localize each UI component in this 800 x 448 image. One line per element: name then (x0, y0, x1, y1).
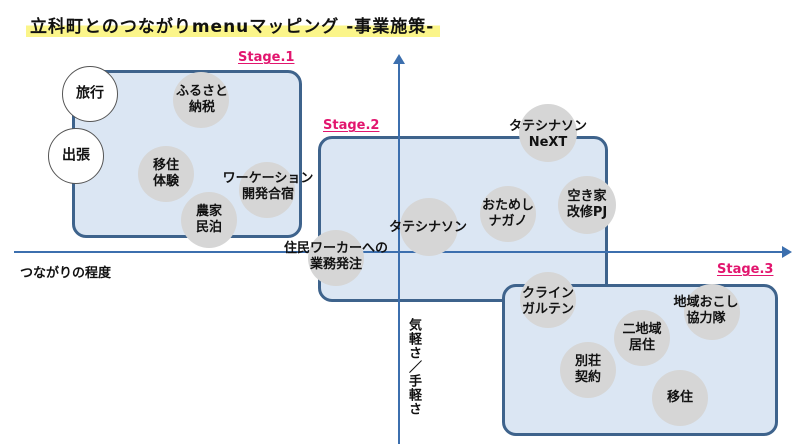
bubble-akiya-pj (558, 176, 616, 234)
stage-2-label: Stage.2 (323, 118, 380, 133)
bubble-migration-trial (138, 146, 194, 202)
y-axis-line (398, 62, 400, 444)
bubble-kleingarten (520, 272, 576, 328)
x-axis-label: つながりの程度 (20, 266, 112, 281)
bubble-dual-residence (614, 310, 670, 366)
item-travel: 旅行 (76, 85, 104, 102)
stage-1-label: Stage.1 (238, 50, 295, 65)
bubble-farm-stay (181, 192, 237, 248)
item-villa-contract: 別荘 契約 (574, 353, 602, 385)
bubble-otameshi-nagano (480, 186, 536, 242)
bubble-furusato-nozei (173, 72, 229, 128)
item-furusato-nozei: ふるさと 納税 (175, 83, 229, 115)
item-kleingarten: クライン ガルテン (521, 285, 575, 317)
item-dual-residence: 二地域 居住 (622, 321, 662, 353)
item-akiya-pj: 空き家 改修PJ (566, 188, 608, 220)
page-title: 立科町とのつながりmenuマッピング -事業施策- (26, 12, 441, 37)
bubble-resident-worker (308, 230, 364, 286)
y-axis-arrowhead (393, 54, 405, 64)
bubble-tateshinason-next (519, 104, 577, 162)
bubble-travel (62, 66, 118, 122)
item-otameshi-nagano: おためし ナガノ (481, 197, 535, 229)
item-migration: 移住 (666, 389, 694, 405)
bubble-tateshinason (400, 198, 458, 256)
item-resident-worker: 住民ワーカーへの 業務発注 (283, 240, 389, 272)
item-migration-trial: 移住 体験 (152, 157, 180, 189)
item-chiiki-okoshi: 地域おこし 協力隊 (673, 294, 739, 326)
stage-3-label: Stage.3 (717, 262, 774, 277)
bubble-business-trip (48, 128, 104, 184)
bubble-migration (652, 370, 708, 426)
item-farm-stay: 農家 民泊 (195, 203, 223, 235)
item-business-trip: 出張 (62, 147, 90, 164)
y-axis-label: 気軽さ／手軽さ (406, 318, 421, 416)
item-workation: ワーケーション 開発合宿 (222, 170, 314, 202)
item-tateshinason-next: タテシナソン NeXT (508, 118, 588, 150)
bubble-workation (239, 162, 295, 218)
bubble-chiiki-okoshi (684, 284, 740, 340)
x-axis-arrowhead (782, 246, 792, 258)
item-tateshinason: タテシナソン (388, 219, 468, 235)
bubble-villa-contract (560, 342, 616, 398)
